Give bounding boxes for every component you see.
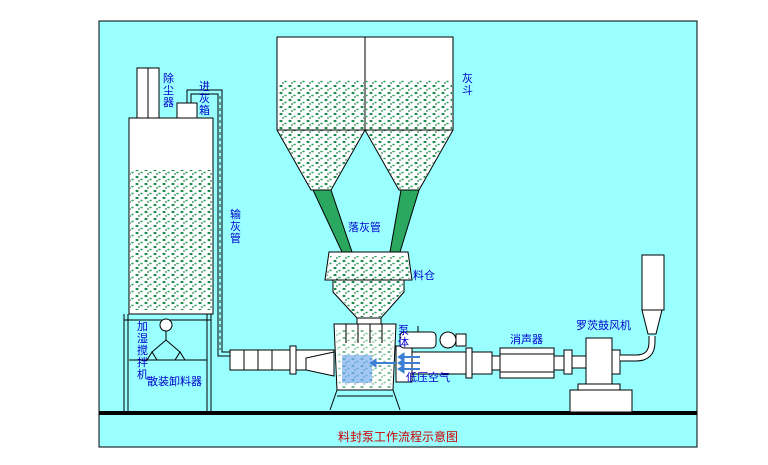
pump-body-label: 泵体 [398,324,409,349]
inlet-box [176,102,198,119]
ash-pipe-label: 输灰管 [230,207,241,245]
left-silo [123,117,214,413]
low-pressure-air-label: 低压空气 [406,370,450,384]
inlet-box-label: 进灰箱 [199,80,210,117]
air-inlet [395,326,493,383]
ash-pipe [186,89,230,357]
ash-hopper-left [276,36,366,191]
diagram-caption: 料封泵工作流程示意图 [338,429,458,444]
drop-pipe-label: 落灰管 [348,220,381,234]
air-flow-arrows [369,352,420,374]
pump-body [305,323,401,411]
material-bin-label: 料仓 [413,268,435,282]
svg-text:输灰管: 输灰管 [230,207,241,245]
svg-text:加湿搅拌机: 加湿搅拌机 [137,320,148,381]
dust-collector [136,67,160,119]
silencer-label: 消声器 [510,332,543,346]
svg-text:进灰箱: 进灰箱 [199,80,210,117]
bulk-unloader-label: 散装卸料器 [147,374,202,388]
humidifier-mixer [129,318,207,361]
roots-blower-label: 罗茨鼓风机 [576,318,631,332]
material-bin [324,251,413,325]
svg-text:灰斗: 灰斗 [462,71,473,97]
ash-hopper-label: 灰斗 [462,71,473,97]
svg-text:除尘器: 除尘器 [163,71,174,109]
roots-blower [563,336,656,413]
dust-collector-label: 除尘器 [163,71,174,109]
humidifier-mixer-label: 加湿搅拌机 [137,320,148,381]
air-filter [641,254,665,335]
silencer [491,347,565,379]
ash-hopper-right [364,36,454,191]
svg-text:泵体: 泵体 [398,324,409,349]
